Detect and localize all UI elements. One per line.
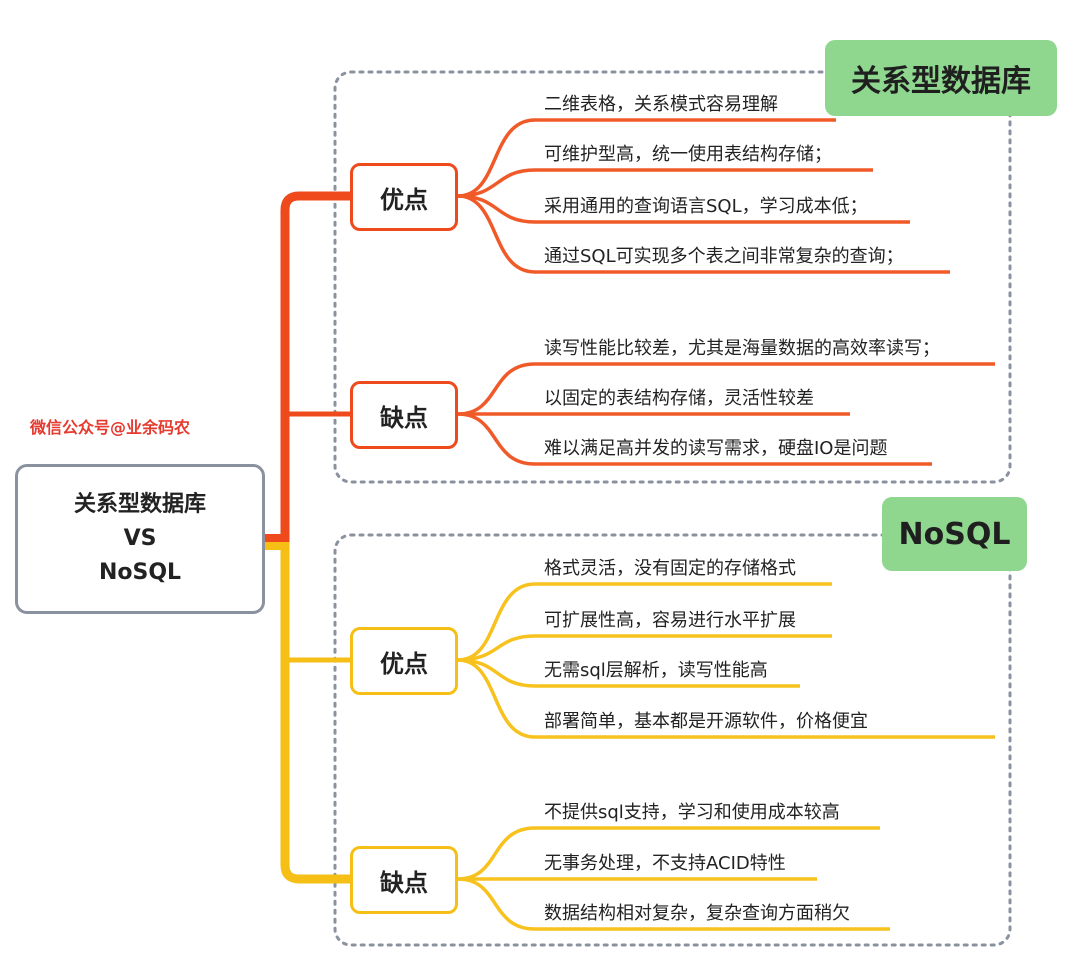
nosql-trunk [280, 542, 350, 884]
nosql-pro-item: 部署简单，基本都是开源软件，价格便宜 [544, 711, 868, 732]
root-title-line3: NoSQL [98, 560, 182, 585]
relational-pros-connectors [457, 118, 950, 274]
relational-cons-connectors [457, 362, 995, 466]
nosql-pro-item: 可扩展性高，容易进行水平扩展 [544, 610, 796, 631]
relational-pros-node: 优点 [350, 163, 458, 231]
nosql-con-item: 不提供sql支持，学习和使用成本较高 [544, 802, 840, 823]
nosql-con-item: 数据结构相对复杂，复杂查询方面稍欠 [544, 903, 850, 924]
root-node: 关系型数据库 VS NoSQL [15, 464, 265, 614]
nosql-con-item: 无事务处理，不支持ACID特性 [544, 853, 786, 874]
nosql-cons-node: 缺点 [350, 846, 458, 914]
nosql-group-tag: NoSQL [882, 497, 1027, 571]
nosql-group-border [333, 533, 1012, 947]
relational-pro-item: 二维表格，关系模式容易理解 [544, 94, 778, 115]
nosql-pros-connectors [457, 582, 995, 739]
relational-cons-node: 缺点 [350, 381, 458, 449]
relational-pro-item: 可维护型高，统一使用表结构存储； [544, 144, 832, 165]
relational-group-border [333, 70, 1012, 484]
nosql-pro-item: 格式灵活，没有固定的存储格式 [544, 558, 796, 579]
root-title-line2: VS [123, 526, 157, 551]
nosql-cons-connectors [457, 826, 890, 931]
relational-con-item: 难以满足高并发的读写需求，硬盘IO是问题 [544, 438, 888, 459]
root-title-line1: 关系型数据库 [73, 492, 206, 517]
nosql-pro-item: 无需sql层解析，读写性能高 [544, 660, 768, 681]
relational-con-item: 读写性能比较差，尤其是海量数据的高效率读写； [544, 338, 940, 359]
relational-pro-item: 采用通用的查询语言SQL，学习成本低； [544, 196, 868, 217]
relational-con-item: 以固定的表结构存储，灵活性较差 [544, 388, 814, 409]
nosql-pros-node: 优点 [350, 627, 458, 695]
relational-trunk [280, 191, 350, 542]
watermark-text: 微信公众号@业余码农 [30, 418, 191, 437]
relational-pro-item: 通过SQL可实现多个表之间非常复杂的查询； [544, 246, 904, 267]
relational-group-tag: 关系型数据库 [825, 40, 1057, 116]
